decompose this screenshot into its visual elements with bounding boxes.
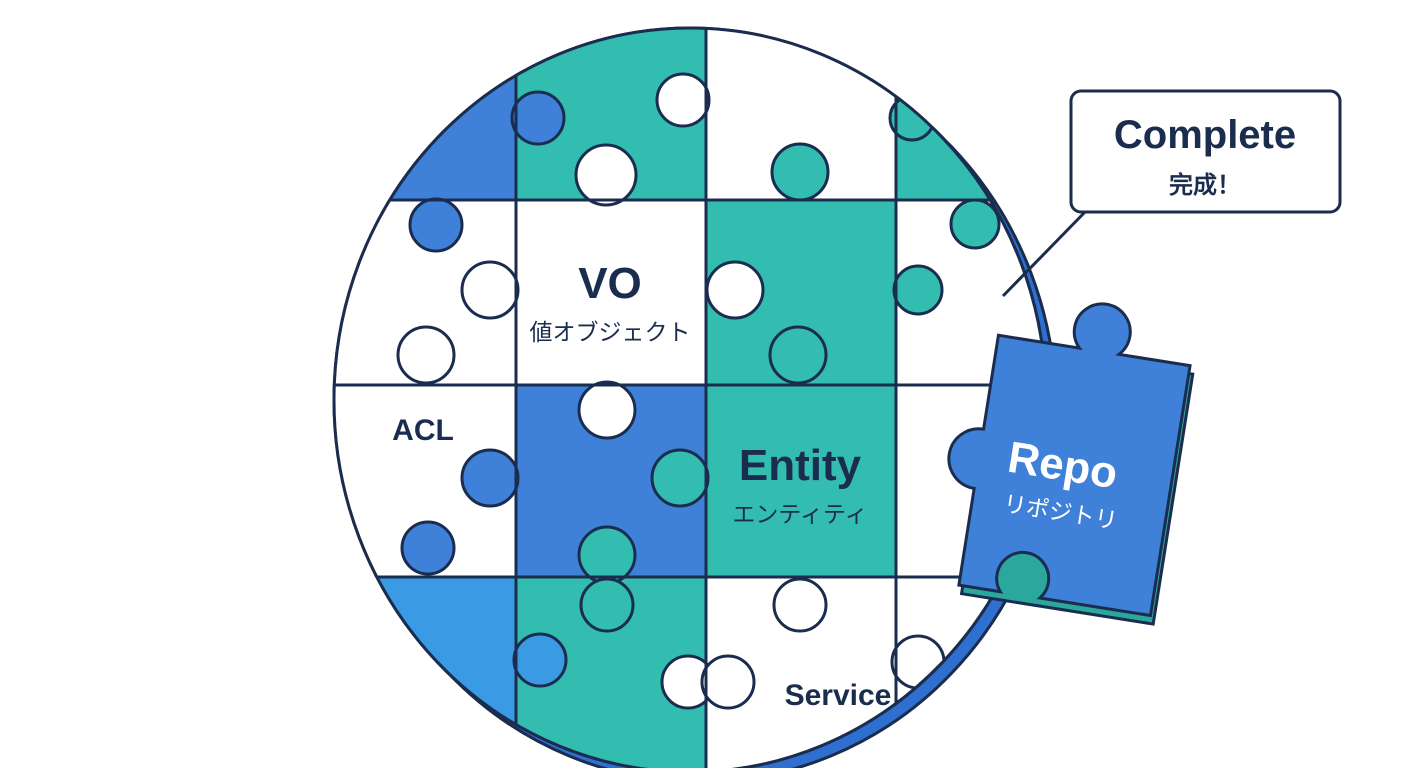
piece-r0c3 (896, 28, 1046, 200)
puzzle-knobs (396, 72, 1001, 710)
callout-pointer (1001, 210, 1087, 298)
entity-subtitle: エンティティ (732, 502, 867, 528)
vo-title: VO (578, 259, 642, 308)
piece-vo (516, 200, 706, 385)
service-title: Service (785, 679, 892, 712)
entity-title: Entity (739, 441, 862, 490)
piece-entity (706, 385, 896, 577)
puzzle-seams (334, 28, 1046, 768)
callout-subtitle: 完成！ (1169, 171, 1241, 199)
callout-box (1069, 89, 1342, 214)
piece-r3c0 (334, 577, 516, 768)
callout-title: Complete (1114, 113, 1296, 157)
puzzle-tiles (334, 28, 1046, 768)
vo-subtitle: 値オブジェクト (530, 320, 691, 346)
acl-title: ACL (392, 414, 454, 447)
repo-piece (947, 302, 1195, 626)
